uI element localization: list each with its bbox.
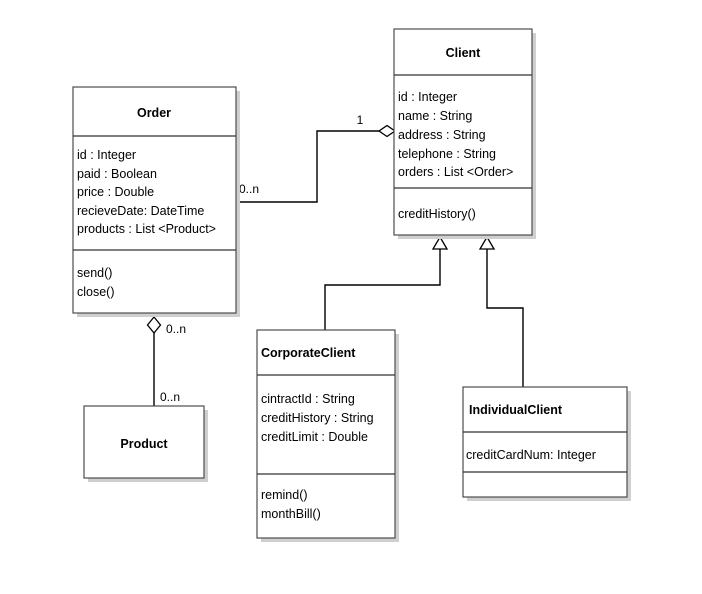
class-corporate-client-attr-1: creditHistory : String [261,411,374,425]
class-corporate-client[interactable]: CorporateClient cintractId : String cred… [256,329,399,542]
class-order-attr-4: products : List <Product> [77,222,216,236]
edge-order-client-path [236,130,379,203]
multiplicity-order-0n: 0..n [239,182,259,196]
class-client-attr-4: orders : List <Order> [398,165,513,179]
class-order-attr-3: recieveDate: DateTime [77,204,204,218]
class-individual-client-attr-0: creditCardNum: Integer [466,448,596,462]
edge-order-product[interactable]: 0..n 0..n [146,315,187,406]
class-client-attr-0: id : Integer [398,90,457,104]
class-client-attr-1: name : String [398,109,472,123]
edge-corporate-generalization-path [324,248,441,330]
class-corporate-client-method-0: remind() [261,488,308,502]
class-corporate-client-attr-0: cintractId : String [261,392,355,406]
edge-individual-generalization-path [486,248,524,387]
class-individual-client[interactable]: IndividualClient creditCardNum: Integer [462,386,631,501]
edge-corporate-generalization[interactable] [324,235,449,330]
class-order-method-1: close() [77,285,115,299]
class-product-title: Product [120,437,168,451]
multiplicity-client-1: 1 [357,113,364,127]
class-individual-client-title: IndividualClient [469,403,563,417]
multiplicity-product-top-0n: 0..n [166,322,186,336]
class-client-title: Client [446,46,482,60]
class-order-box [72,86,237,314]
class-order-attr-0: id : Integer [77,148,136,162]
class-client[interactable]: Client id : Integer name : String addres… [393,28,536,239]
class-product[interactable]: Product [83,405,208,482]
aggregation-diamond-client [377,124,397,138]
generalization-arrow-individual [478,235,496,250]
class-client-box [393,28,533,236]
class-corporate-client-attr-2: creditLimit : Double [261,430,368,444]
class-order-attr-2: price : Double [77,185,154,199]
class-individual-client-box [462,386,628,498]
class-corporate-client-title: CorporateClient [261,346,356,360]
multiplicity-product-bottom-0n: 0..n [160,390,180,404]
class-corporate-client-method-1: monthBill() [261,507,321,521]
class-corporate-client-box [256,329,396,539]
aggregation-diamond-order [146,315,162,335]
generalization-arrow-corporate [431,235,449,250]
class-client-attr-3: telephone : String [398,147,496,161]
class-order-title: Order [137,106,171,120]
class-order-method-0: send() [77,266,112,280]
class-client-method-0: creditHistory() [398,207,476,221]
class-product-box [83,405,205,479]
class-order-attr-1: paid : Boolean [77,167,157,181]
edge-individual-generalization[interactable] [478,235,524,387]
edge-order-client[interactable]: 1 0..n [236,113,397,203]
class-client-attr-2: address : String [398,128,486,142]
class-order[interactable]: Order id : Integer paid : Boolean price … [72,86,240,317]
